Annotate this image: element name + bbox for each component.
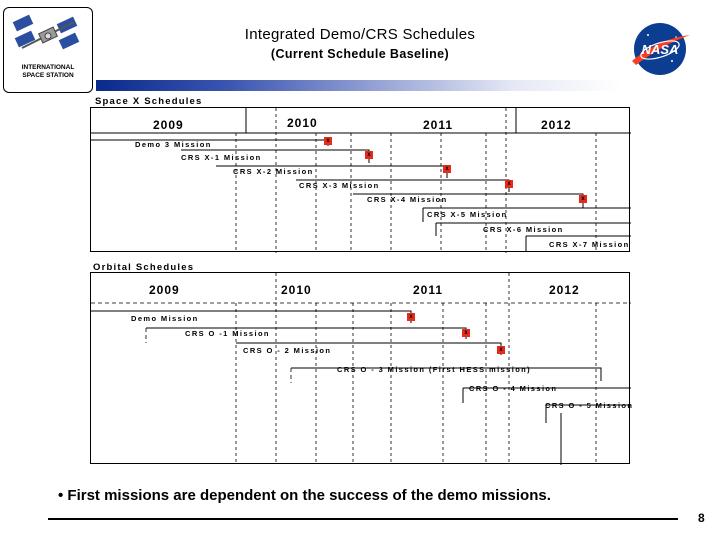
- space-station-icon: [12, 14, 80, 50]
- spacex-mission-label: CRS X-1 Mission: [181, 153, 262, 162]
- spacex-mission-label: CRS X-6 Mission: [483, 225, 564, 234]
- milestone-marker: x: [407, 313, 415, 321]
- page-number: 8: [698, 511, 705, 525]
- iss-logo: INTERNATIONAL SPACE STATION: [3, 7, 93, 93]
- orbital-mission-label: CRS O - 3 Mission (First HESS mission): [337, 365, 532, 374]
- spacex-year-2009: 2009: [153, 118, 184, 132]
- orbital-mission-label: CRS O -1 Mission: [185, 329, 270, 338]
- orbital-section-label: Orbital Schedules: [93, 262, 195, 273]
- milestone-marker: x: [365, 151, 373, 159]
- orbital-year-2011: 2011: [413, 283, 444, 297]
- milestone-marker: x: [497, 346, 505, 354]
- footer-divider: [48, 518, 678, 520]
- title-gradient-bar: [96, 80, 621, 91]
- spacex-gantt-chart: 2009 2010 2011 2012 Demo 3 Mission CRS X…: [90, 107, 631, 253]
- spacex-year-2012: 2012: [541, 118, 572, 132]
- orbital-year-2009: 2009: [149, 283, 180, 297]
- milestone-marker: x: [579, 195, 587, 203]
- iss-logo-line1: INTERNATIONAL: [21, 64, 75, 71]
- footnote-bullet: • First missions are dependent on the su…: [58, 487, 551, 504]
- orbital-year-2010: 2010: [281, 283, 312, 297]
- spacex-mission-label: CRS X-3 Mission: [299, 181, 380, 190]
- nasa-logo-text: NASA: [642, 42, 679, 57]
- spacex-section-label: Space X Schedules: [95, 96, 203, 107]
- milestone-marker: x: [462, 329, 470, 337]
- milestone-marker: x: [324, 137, 332, 145]
- page-subtitle: (Current Schedule Baseline): [270, 47, 450, 61]
- orbital-gantt-chart: 2009 2010 2011 2012 Demo Mission CRS O -…: [90, 272, 634, 465]
- orbital-mission-label: CRS O - 5 Mission: [545, 401, 634, 410]
- spacex-mission-label: CRS X-2 Mission: [233, 167, 314, 176]
- milestone-marker: x: [505, 180, 513, 188]
- orbital-mission-label: CRS O - 4 Mission: [469, 384, 558, 393]
- iss-logo-line2: SPACE STATION: [22, 72, 74, 79]
- orbital-mission-label: CRS O - 2 Mission: [243, 346, 332, 355]
- spacex-year-2010: 2010: [287, 116, 318, 130]
- page-title: Integrated Demo/CRS Schedules: [244, 26, 476, 43]
- orbital-year-2012: 2012: [549, 283, 580, 297]
- spacex-mission-label: CRS X-7 Mission: [549, 240, 630, 249]
- spacex-mission-label: CRS X-4 Mission: [367, 195, 448, 204]
- spacex-mission-label: CRS X-5 Mission: [427, 210, 508, 219]
- spacex-mission-label: Demo 3 Mission: [135, 140, 212, 149]
- orbital-mission-label: Demo Mission: [131, 314, 199, 323]
- milestone-marker: x: [443, 165, 451, 173]
- spacex-year-2011: 2011: [423, 118, 454, 132]
- nasa-logo: NASA: [632, 23, 690, 75]
